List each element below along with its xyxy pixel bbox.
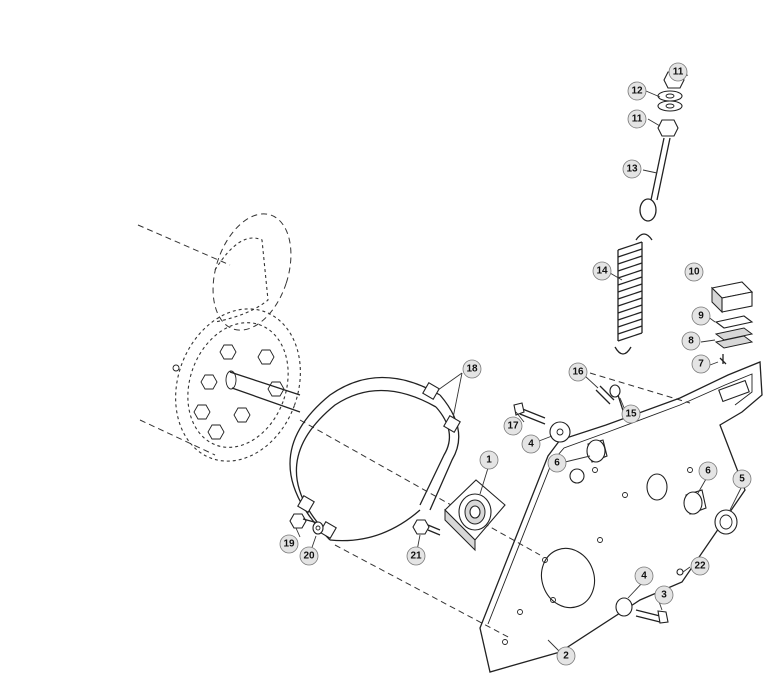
extension-spring — [614, 233, 653, 355]
callout-label: 4 — [641, 571, 647, 582]
callout-21: 21 — [406, 546, 426, 566]
callout-7: 7 — [691, 354, 711, 374]
callout-14: 14 — [592, 261, 612, 281]
assembly-axis-lines — [299, 372, 691, 639]
callout-12: 12 — [627, 81, 647, 101]
callout-20: 20 — [299, 546, 319, 566]
callout-19: 19 — [279, 534, 299, 554]
callout-17: 17 — [503, 416, 523, 436]
callout-label: 6 — [554, 458, 560, 469]
guard-fasteners — [289, 513, 441, 536]
callout-label: 7 — [698, 359, 704, 370]
callout-label: 15 — [625, 409, 637, 420]
callout-6-left: 6 — [547, 453, 567, 473]
callout-label: 19 — [283, 539, 295, 550]
drum-hub-outline — [137, 213, 301, 462]
flange-bearing — [444, 479, 506, 552]
callout-16: 16 — [568, 362, 588, 382]
callout-label: 11 — [673, 67, 684, 78]
callout-2: 2 — [556, 646, 576, 666]
callout-6-right: 6 — [698, 461, 718, 481]
mounting-plate — [479, 361, 763, 673]
callout-label: 16 — [572, 367, 584, 378]
callout-1: 1 — [479, 450, 499, 470]
callout-label: 2 — [563, 651, 569, 662]
callout-label: 3 — [661, 590, 667, 601]
callout-11-lower: 11 — [627, 109, 647, 129]
belt-guard — [289, 376, 461, 542]
callout-label: 8 — [688, 336, 694, 347]
callout-label: 5 — [739, 474, 745, 485]
callout-label: 4 — [528, 439, 534, 450]
callout-label: 21 — [410, 551, 422, 562]
callout-9: 9 — [691, 306, 711, 326]
leader-lines — [295, 74, 743, 657]
callout-4-lower: 4 — [634, 566, 654, 586]
callout-label: 6 — [705, 466, 711, 477]
callout-label: 14 — [596, 266, 608, 277]
callout-label: 22 — [694, 561, 706, 572]
callout-5: 5 — [732, 469, 752, 489]
callout-22: 22 — [690, 556, 710, 576]
callout-4-upper: 4 — [521, 434, 541, 454]
callout-label: 13 — [626, 164, 638, 175]
callout-3: 3 — [654, 585, 674, 605]
callout-13: 13 — [622, 159, 642, 179]
callout-11-top: 11 — [668, 62, 688, 82]
stop-block-assembly — [710, 281, 754, 365]
callout-label: 11 — [632, 114, 643, 125]
spring-rod-assembly — [639, 71, 685, 222]
callout-label: 12 — [631, 86, 643, 97]
callout-15: 15 — [621, 404, 641, 424]
callout-label: 18 — [466, 364, 478, 375]
callout-label: 9 — [698, 311, 704, 322]
callout-label: 10 — [688, 267, 700, 278]
callout-10: 10 — [684, 262, 704, 282]
callout-label: 17 — [507, 421, 519, 432]
pivot-hardware — [513, 384, 738, 624]
callout-label: 1 — [486, 455, 492, 466]
callout-label: 20 — [303, 551, 315, 562]
callout-18: 18 — [462, 359, 482, 379]
callout-8: 8 — [681, 331, 701, 351]
